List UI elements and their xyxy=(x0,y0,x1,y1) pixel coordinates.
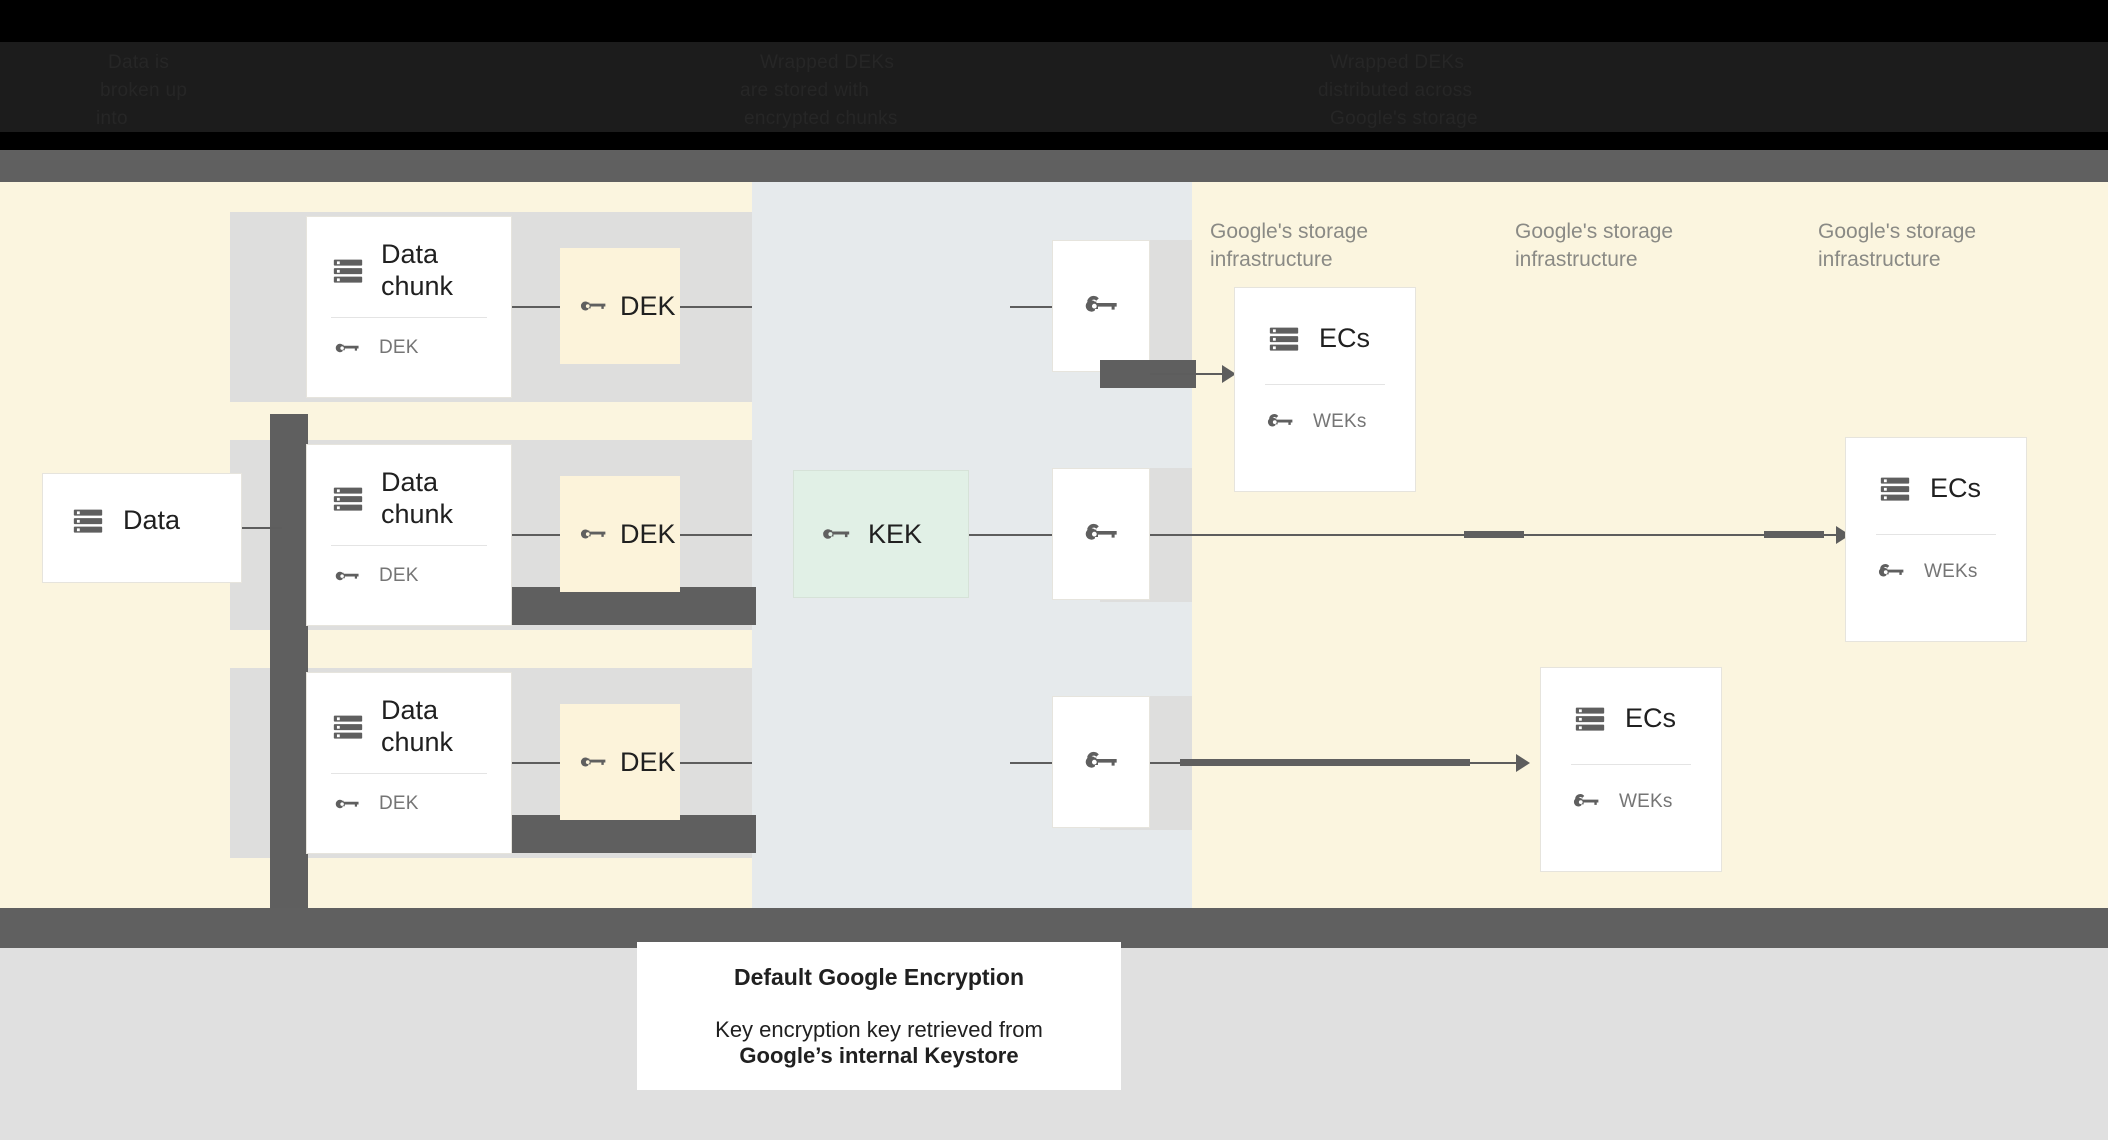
ecs-key-label-2: WEKs xyxy=(1924,561,1978,582)
server-icon xyxy=(331,254,365,288)
dek-to-wek-wire-2 xyxy=(680,534,752,536)
dek-chip-label-1: DEK xyxy=(620,290,676,321)
kek-to-wek-wire-1 xyxy=(1010,306,1052,308)
server-icon xyxy=(331,482,365,516)
wrapped-key-icon xyxy=(1082,743,1120,781)
arrow-head-1 xyxy=(1222,365,1236,383)
ecs-title-2: ECs xyxy=(1930,473,1982,504)
header-left-line-2: broken up xyxy=(100,80,188,101)
bottom-divider-band xyxy=(0,908,2108,948)
ecs-key-label-3: WEKs xyxy=(1619,791,1673,812)
data-source-title: Data xyxy=(123,505,181,536)
chunk-to-dek-wire-1 xyxy=(512,306,560,308)
key-icon xyxy=(578,747,608,777)
key-icon xyxy=(820,518,852,550)
flow-canvas: Data Data chunk xyxy=(0,182,2108,950)
header-region: Data is broken up into Wrapped DEKs are … xyxy=(0,0,2108,150)
data-chunk-key-label-3: DEK xyxy=(379,792,419,814)
kek-to-wek-wire-3 xyxy=(1010,762,1052,764)
data-chunk-key-label-1: DEK xyxy=(379,336,419,358)
header-middle-line-1: Wrapped DEKs xyxy=(760,52,895,73)
kek-chip-label: KEK xyxy=(868,518,923,549)
server-icon xyxy=(1878,472,1912,506)
header-dark-band xyxy=(0,42,2108,132)
wek-to-ecs-seg-2b xyxy=(1764,531,1824,538)
wek-to-ecs-seg-2a xyxy=(1464,531,1524,538)
header-right-line-1: Wrapped DEKs xyxy=(1330,52,1465,73)
ecs-title-1: ECs xyxy=(1319,323,1371,354)
wek-to-ecs-seg-3a xyxy=(1180,759,1470,766)
wrapped-key-icon xyxy=(1571,787,1601,817)
data-chunk-card-3[interactable]: Data chunk DEK xyxy=(306,672,512,854)
wrapped-key-icon xyxy=(1082,515,1120,553)
header-right-line-3: Google's storage xyxy=(1330,108,1478,129)
dek-to-wek-wire-3 xyxy=(680,762,752,764)
header-right-line-2: distributed across xyxy=(1318,80,1473,101)
ecs-card-1[interactable]: ECs WEKs xyxy=(1234,287,1416,492)
fanout-branch-top xyxy=(270,414,308,490)
data-source-card[interactable]: Data xyxy=(42,473,242,583)
infra-label-1: Google's storage infrastructure xyxy=(1210,220,1369,272)
header-middle-line-3: encrypted chunks xyxy=(744,108,898,129)
wrapped-key-icon xyxy=(1876,557,1906,587)
key-icon xyxy=(578,519,608,549)
infra-label-2: Google's storage infrastructure xyxy=(1515,220,1674,272)
ecs-title-3: ECs xyxy=(1625,703,1677,734)
key-icon xyxy=(333,562,361,590)
dek-chip-3[interactable]: DEK xyxy=(560,704,680,820)
server-icon xyxy=(1573,702,1607,736)
server-icon xyxy=(71,504,105,538)
wek-to-ecs-wire-1 xyxy=(1150,373,1226,375)
data-chunk-title-1: Data chunk xyxy=(381,239,454,301)
ecs-card-3[interactable]: ECs WEKs xyxy=(1540,667,1722,872)
card-divider xyxy=(331,772,487,774)
wrapped-key-icon xyxy=(1265,407,1295,437)
infra-label-3: Google's storage infrastructure xyxy=(1818,220,1977,272)
caption-line-1: Key encryption key retrieved from xyxy=(715,1016,1043,1042)
card-divider xyxy=(331,316,487,318)
wrapped-key-icon xyxy=(1082,287,1120,325)
dek-chip-label-2: DEK xyxy=(620,518,676,549)
dek-chip-1[interactable]: DEK xyxy=(560,248,680,364)
wek-box-2[interactable] xyxy=(1052,468,1150,600)
key-icon xyxy=(333,334,361,362)
data-chunk-title-2: Data chunk xyxy=(381,467,454,529)
caption-line-2: Google’s internal Keystore xyxy=(739,1042,1019,1068)
chunk-to-dek-wire-2 xyxy=(512,534,560,536)
key-icon xyxy=(333,790,361,818)
data-chunk-card-2[interactable]: Data chunk DEK xyxy=(306,444,512,626)
wek-box-1[interactable] xyxy=(1052,240,1150,372)
card-divider xyxy=(1571,764,1691,765)
server-icon xyxy=(331,710,365,744)
header-middle-line-2: are stored with xyxy=(740,80,870,101)
caption-title: Default Google Encryption xyxy=(733,963,1025,990)
data-chunk-title-3: Data chunk xyxy=(381,695,454,757)
top-divider-band xyxy=(0,150,2108,182)
key-icon xyxy=(578,291,608,321)
ecs-card-2[interactable]: ECs WEKs xyxy=(1845,437,2027,642)
caption-card: Default Google Encryption Key encryption… xyxy=(637,942,1121,1090)
data-to-trunk-wire xyxy=(242,527,282,529)
header-left-line-3: into xyxy=(96,108,128,129)
kek-to-wek-wire-2 xyxy=(969,534,1052,536)
fanout-trunk-vertical xyxy=(270,490,308,950)
data-chunk-card-1[interactable]: Data chunk DEK xyxy=(306,216,512,398)
dek-chip-2[interactable]: DEK xyxy=(560,476,680,592)
wek-box-3[interactable] xyxy=(1052,696,1150,828)
ecs-key-label-1: WEKs xyxy=(1313,411,1367,432)
dek-chip-label-3: DEK xyxy=(620,746,676,777)
header-left-line-1: Data is xyxy=(108,52,170,73)
card-divider xyxy=(1265,384,1385,385)
card-divider xyxy=(1876,534,1996,535)
card-divider xyxy=(331,544,487,546)
kek-chip[interactable]: KEK xyxy=(793,470,969,598)
arrow-head-3 xyxy=(1516,754,1530,772)
server-icon xyxy=(1267,322,1301,356)
dek-to-wek-wire-1 xyxy=(680,306,752,308)
data-chunk-key-label-2: DEK xyxy=(379,564,419,586)
chunk-to-dek-wire-3 xyxy=(512,762,560,764)
